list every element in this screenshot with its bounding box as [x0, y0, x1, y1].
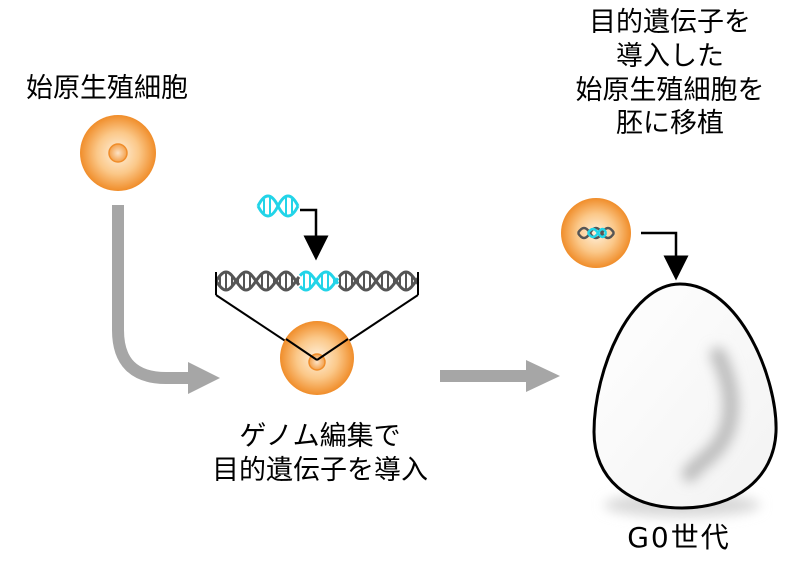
- dna-strand: [298, 270, 340, 292]
- insert-dna-icon: [256, 194, 300, 218]
- transplant-line-2: 導入した: [616, 40, 724, 72]
- pgc-label: 始原生殖細胞: [26, 73, 188, 104]
- transplant-label: 目的遺伝子を 導入した 始原生殖細胞を 胚に移植: [540, 6, 800, 141]
- transplant-line-1: 目的遺伝子を: [589, 7, 751, 38]
- transplant-line-4: 胚に移植: [616, 108, 724, 140]
- genome-dna-icon: [214, 270, 420, 292]
- transplant-arrow-icon: [641, 231, 689, 281]
- transplant-line-3: 始原生殖細胞を: [575, 74, 765, 106]
- edited-cell-icon: [280, 321, 354, 395]
- genome-edit-line-2: 目的遺伝子を導入: [212, 454, 428, 486]
- curved-arrow-icon: [112, 205, 220, 394]
- insert-arrow-icon: [300, 208, 329, 261]
- generation-label: G0世代: [627, 521, 731, 554]
- pgc-cell-icon: [80, 115, 156, 191]
- transplant-cell-icon: [561, 198, 631, 268]
- egg-icon: [592, 282, 778, 517]
- straight-arrow-icon: [440, 360, 560, 392]
- genome-edit-label: ゲノム編集で 目的遺伝子を導入: [170, 420, 470, 488]
- genome-edit-line-1: ゲノム編集で: [239, 421, 401, 452]
- dna-strand: [298, 270, 340, 292]
